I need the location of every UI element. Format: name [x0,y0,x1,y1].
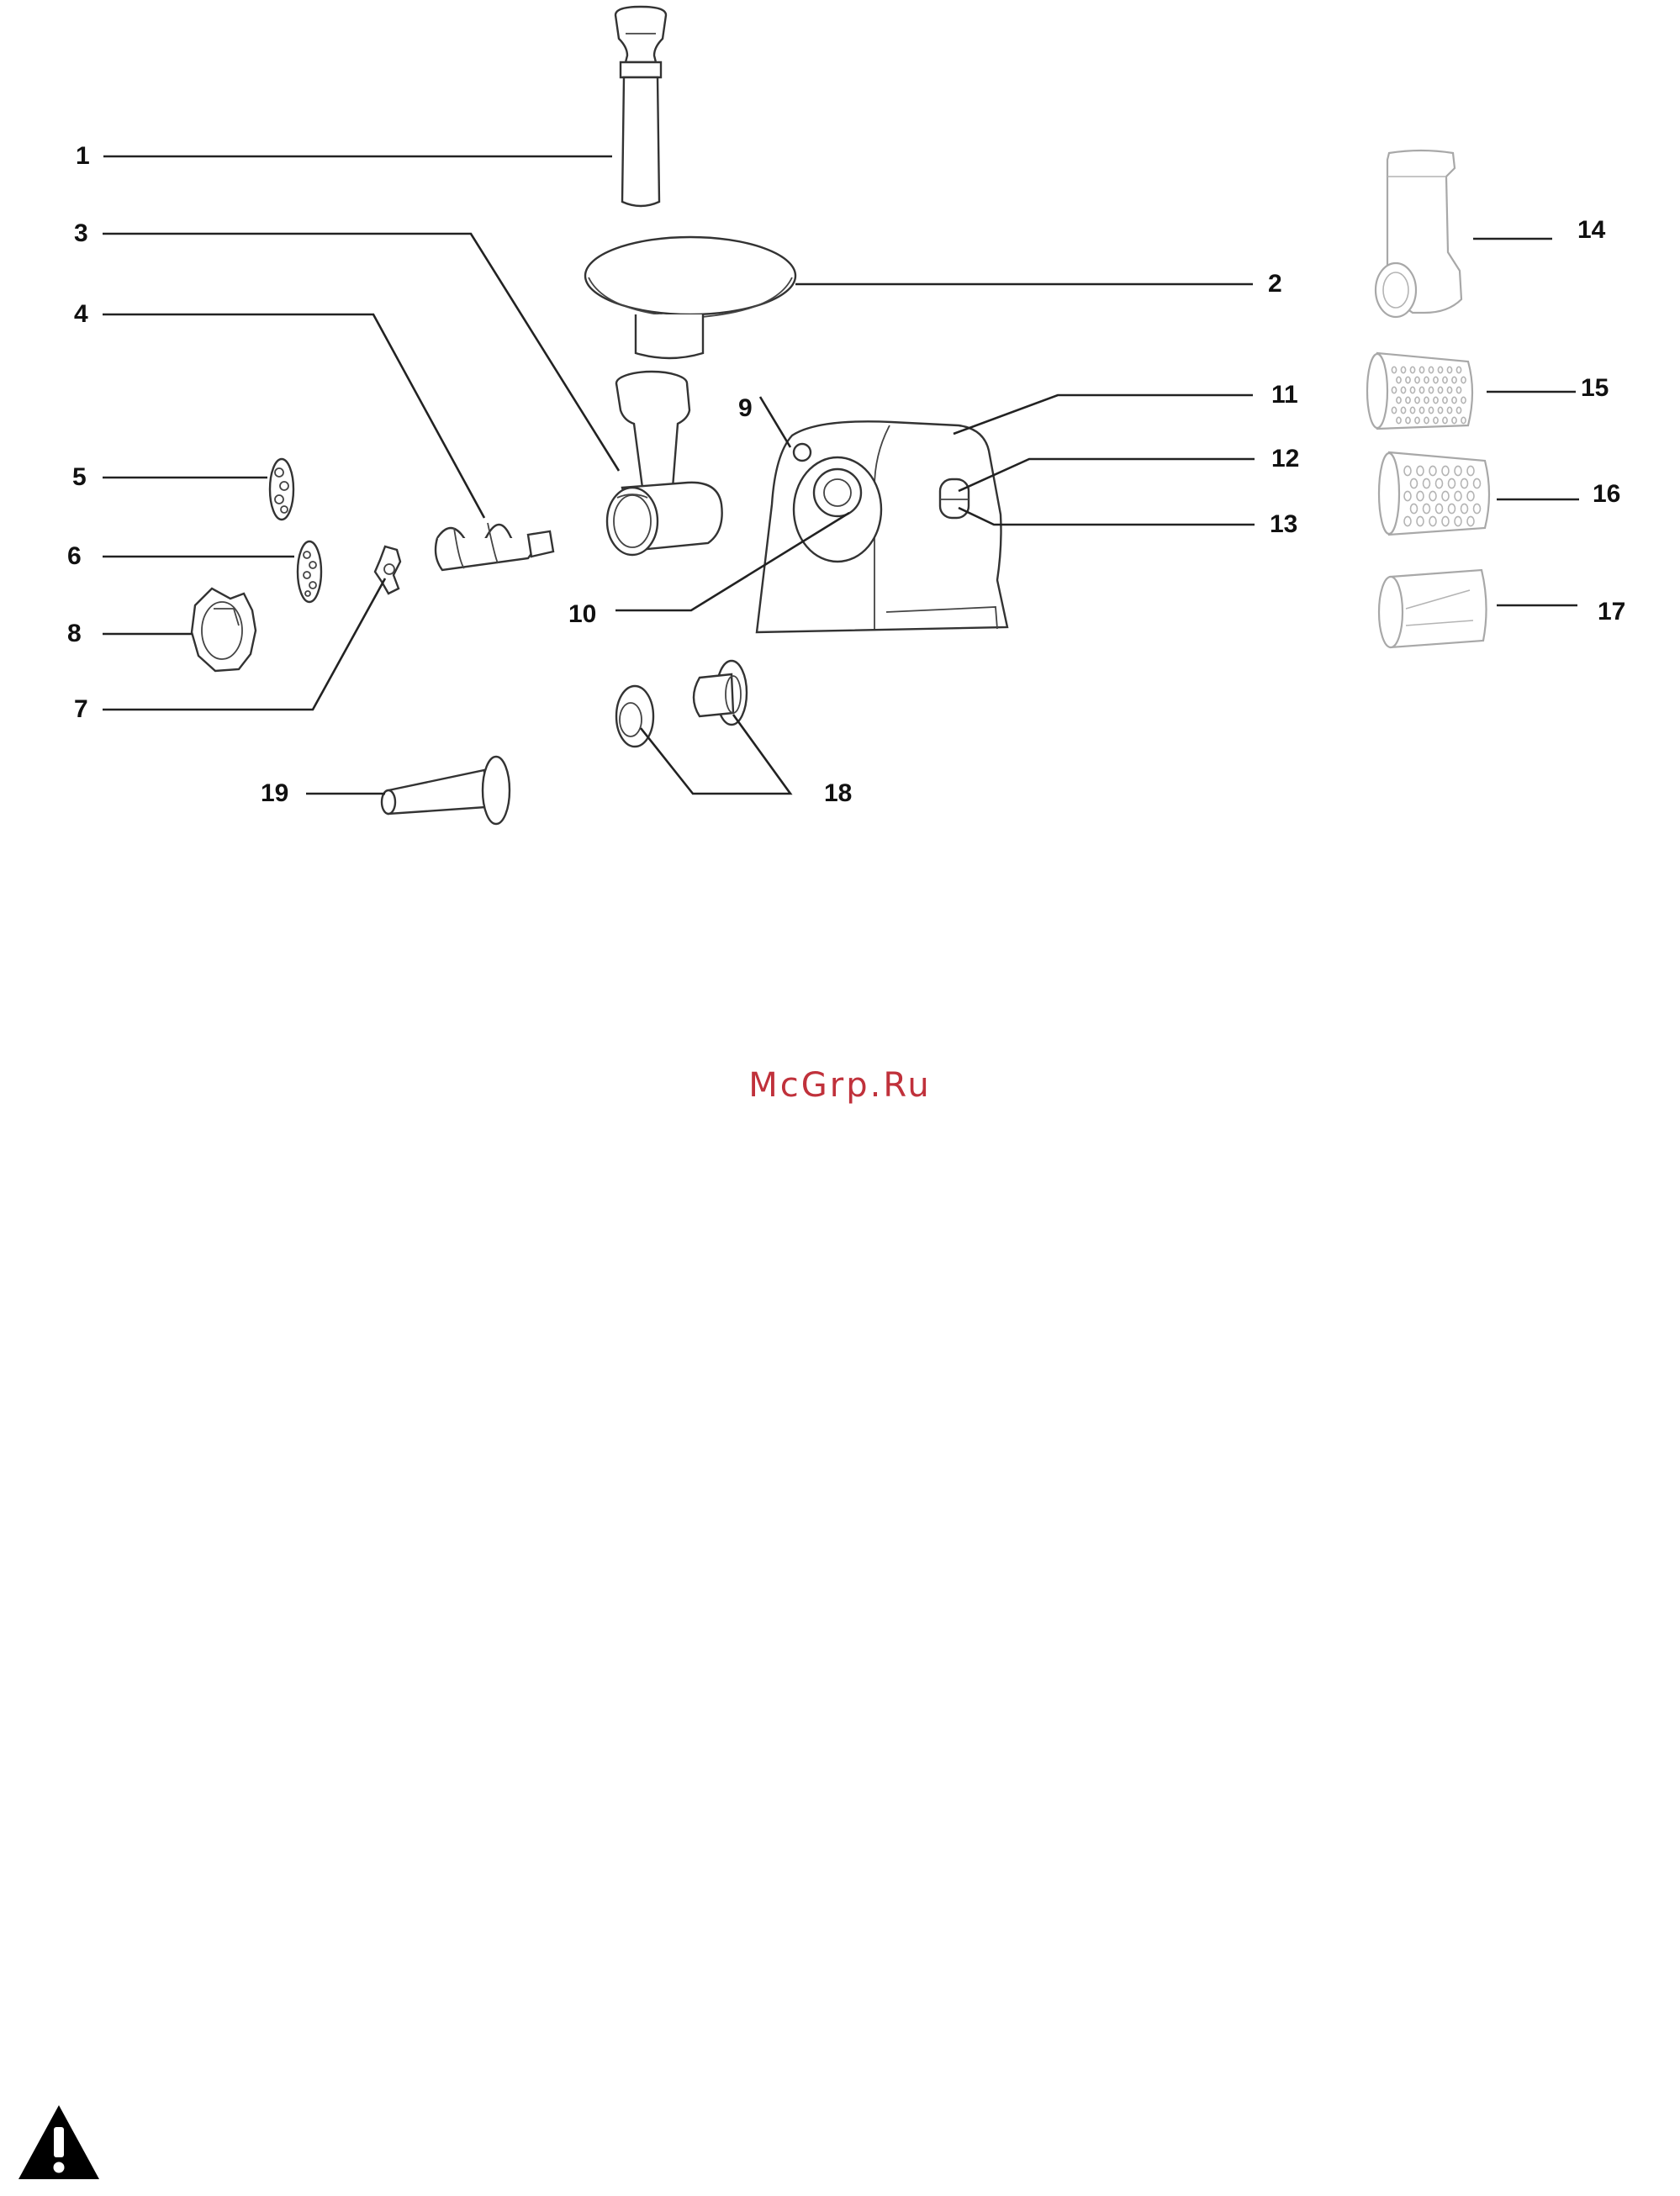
callout-3: 3 [74,219,88,247]
callout-4: 4 [74,300,88,328]
part-food-pusher [615,7,666,206]
callout-2: 2 [1268,270,1282,298]
part-fine-grater-drum [1367,353,1472,429]
watermark-text: McGrp.Ru [0,1066,1680,1105]
callout-6: 6 [67,542,82,570]
part-slicer-housing [1376,150,1461,317]
part-coarse-grater-drum [1379,452,1489,535]
callout-10: 10 [568,600,596,628]
callout-13: 13 [1270,510,1297,538]
callout-11: 11 [1271,381,1298,409]
callout-1: 1 [76,142,90,170]
part-ring-nut [192,589,256,671]
warning-triangle-icon [15,2102,103,2183]
callout-8: 8 [67,620,82,647]
part-feed-tray [585,237,795,358]
callout-17: 17 [1598,598,1625,626]
part-kebbe-attachments [616,661,747,747]
callout-9: 9 [738,394,753,422]
callout-16: 16 [1593,480,1620,508]
part-auger [436,523,553,570]
part-slicing-drum [1379,570,1487,647]
callout-5: 5 [72,463,87,491]
part-sausage-nozzle [382,757,510,824]
part-grinder-head [607,372,722,555]
part-motor-housing [757,421,1007,632]
callout-12: 12 [1271,445,1299,472]
part-cross-blade [375,546,400,594]
callout-18: 18 [824,779,852,807]
callout-15: 15 [1581,374,1609,402]
part-fine-plate [298,541,321,602]
callout-14: 14 [1577,216,1606,244]
callout-19: 19 [261,779,288,807]
callout-7: 7 [74,695,88,723]
part-coarse-plate [270,459,293,520]
